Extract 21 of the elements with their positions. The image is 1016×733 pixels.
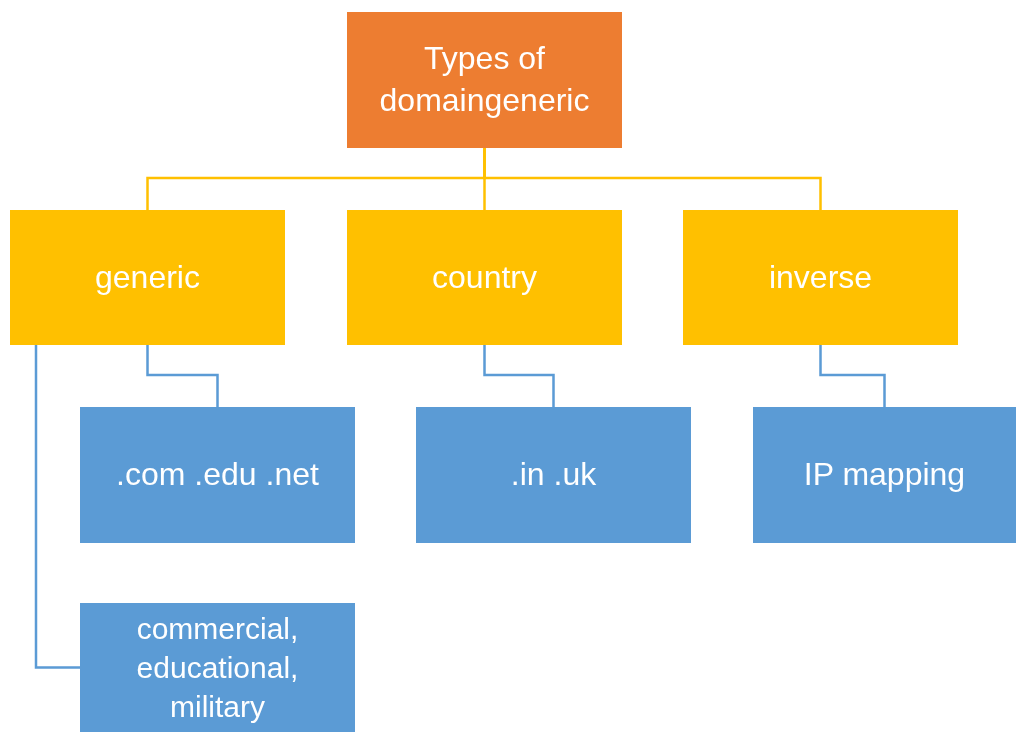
connector-line xyxy=(34,345,80,669)
node-label: IP mapping xyxy=(803,455,966,495)
node-label: commercial, educational, military xyxy=(135,611,300,725)
item-box xyxy=(80,603,355,732)
item-box xyxy=(753,407,1016,543)
title-box xyxy=(347,12,622,148)
category-box xyxy=(683,210,958,345)
connector-line xyxy=(819,345,886,407)
node-label: .com .edu .net xyxy=(116,455,319,495)
connector-line xyxy=(146,345,219,407)
category-box xyxy=(347,210,622,345)
node-label: Types of domaingeneric xyxy=(378,39,591,120)
item-box xyxy=(80,407,355,543)
node-label: .in .uk xyxy=(510,455,597,495)
category-box xyxy=(10,210,285,345)
connector-line xyxy=(483,345,555,407)
node-label: inverse xyxy=(768,257,873,297)
node-label: generic xyxy=(95,257,200,297)
connector-line xyxy=(483,148,822,210)
item-box xyxy=(416,407,691,543)
node-label: country xyxy=(432,257,537,297)
